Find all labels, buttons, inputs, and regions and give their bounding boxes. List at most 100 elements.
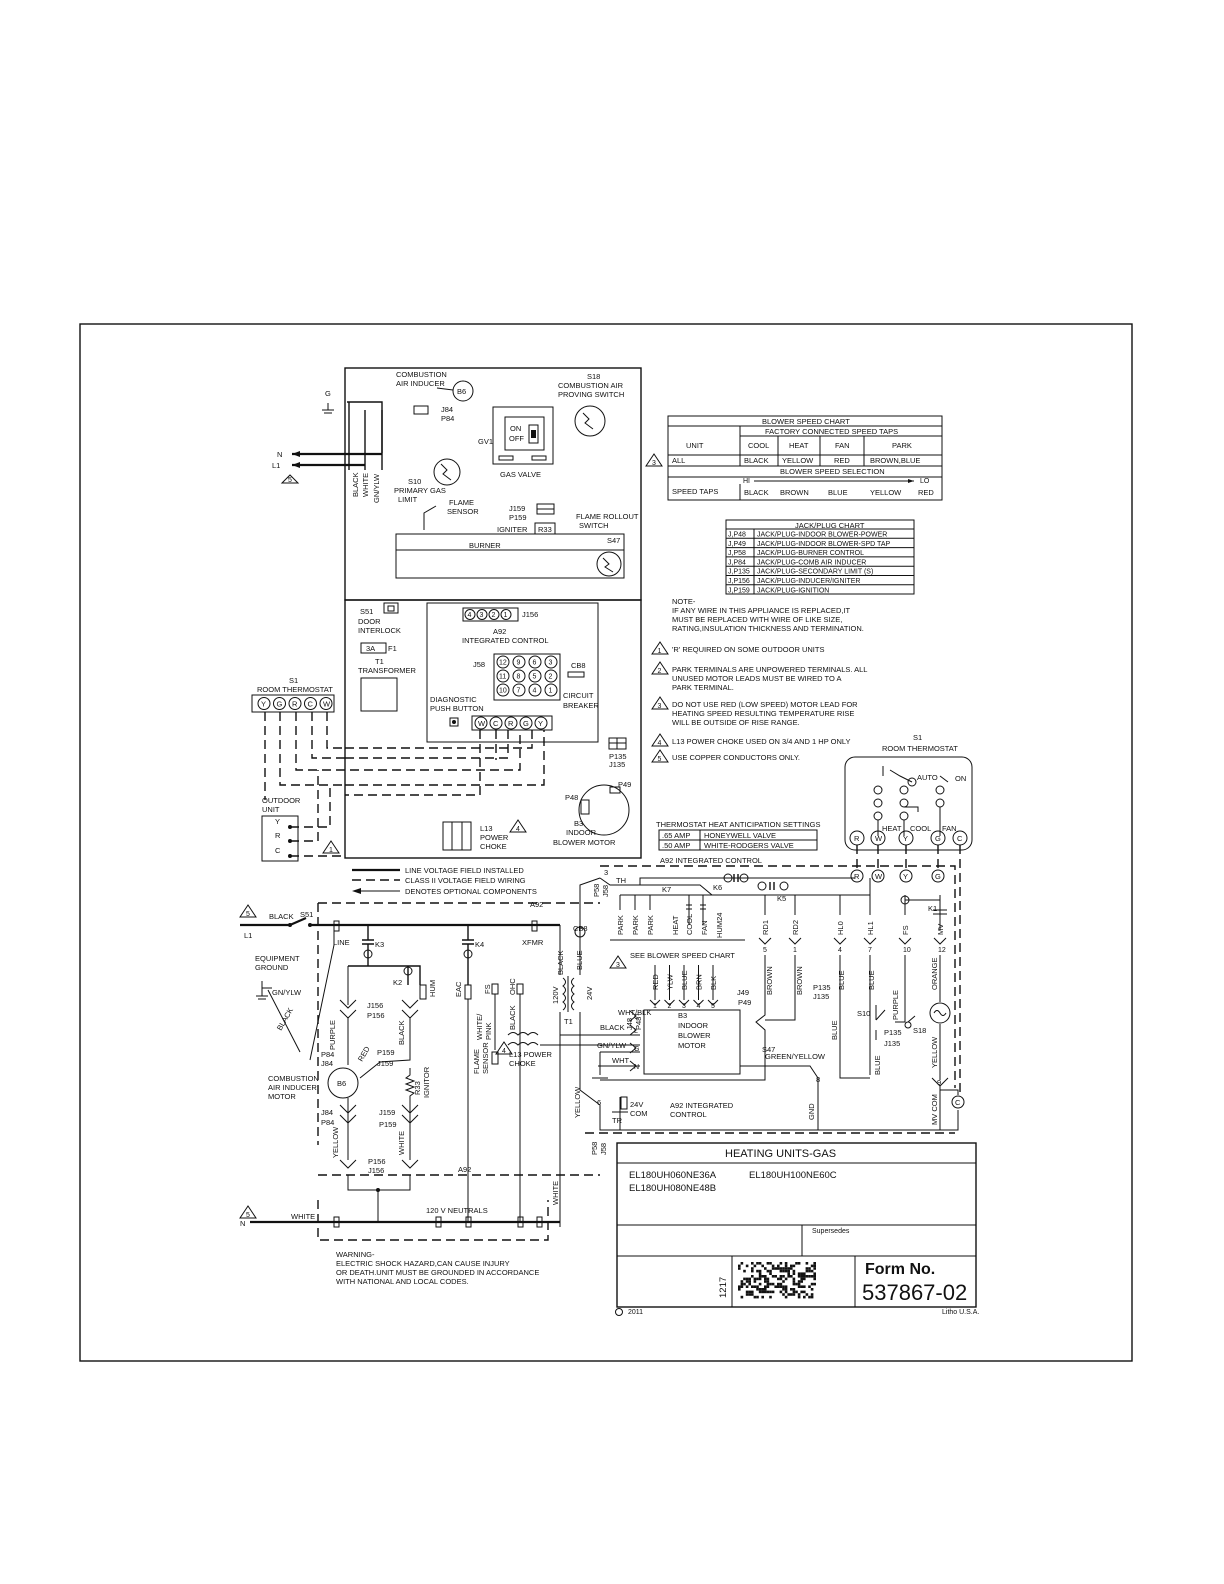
wire-gnylw-label: GN/YLW [372, 473, 381, 503]
s1-terminal-label: R [292, 700, 298, 709]
j156-pin [500, 609, 512, 620]
note-triangle [651, 733, 669, 747]
a92-terminal-label: R [508, 719, 514, 728]
note-heading: NOTE- [672, 597, 696, 606]
ladder-j156: J156 [367, 1001, 383, 1010]
note-text: 'R' REQUIRED ON SOME OUTDOOR UNITS [672, 645, 824, 654]
s18-label-3: PROVING SWITCH [558, 390, 624, 399]
warning-line-4: WITH NATIONAL AND LOCAL CODES. [336, 1277, 469, 1286]
primary-limit-icon [433, 458, 461, 486]
transformer-coil-icon [562, 977, 575, 1011]
svg-text:5: 5 [246, 1212, 250, 1219]
t1-label-2: TRANSFORMER [358, 666, 417, 675]
ladder-j159-2: J159 [379, 1108, 395, 1117]
n-label: N [277, 450, 282, 459]
s1-terminal-label: G [277, 700, 283, 709]
ladder-blue-v: BLUE [575, 950, 584, 970]
p84-label: P84 [441, 414, 454, 423]
copyright-year: 2011 [628, 1309, 643, 1316]
gv1-label: GV1 [478, 437, 493, 446]
ladder-mv-com: MV COM [930, 1094, 939, 1125]
jack-chart-code: J,P48 [728, 532, 746, 539]
a92-terminal [504, 716, 518, 730]
ladder-wht: WHT [612, 1056, 629, 1065]
note-text: L13 POWER CHOKE USED ON 3/4 AND 1 HP ONL… [672, 737, 851, 746]
speed-tap-5: RED [918, 488, 934, 497]
speed-tap-label: MV [936, 924, 945, 935]
ladder-black-fs: BLACK [508, 1005, 517, 1030]
gas-valve-on: ON [510, 424, 521, 433]
ladder-purple-fs: PURPLE [891, 990, 900, 1020]
f1-label: F1 [388, 644, 397, 653]
ladder-brown-1: BROWN [765, 966, 774, 995]
note-text: USE COPPER CONDUCTORS ONLY. [672, 753, 800, 762]
s1-terminal [288, 697, 302, 710]
ladder-yellow-mv: YELLOW [930, 1036, 939, 1068]
ladder-j135-2: J135 [884, 1039, 900, 1048]
speed-tap-1: BLACK [744, 488, 769, 497]
s51-label: S51 [360, 607, 373, 616]
blower-speed-chart: 3 BLOWER SPEED CHART FACTORY CONNECTED S… [645, 415, 943, 501]
speed-tap-pin: 12 [938, 947, 946, 954]
ladder-black-ign: BLACK [397, 1020, 406, 1045]
wire-white-label: WHITE [361, 473, 370, 497]
ladder-blue-s10: BLUE [873, 1055, 882, 1075]
j58-pin [512, 669, 526, 683]
jack-chart-code: J,P156 [728, 578, 750, 585]
ladder-wht-blk: WHT/BLK [618, 1008, 651, 1017]
ladder-yellow-v: YELLOW [573, 1086, 582, 1118]
diagnostic-button [449, 717, 459, 727]
svg-text:5: 5 [288, 477, 292, 484]
ladder-a92-top: A92 [530, 900, 543, 909]
form-code: 1217 [718, 1277, 729, 1298]
ladder-fs: FS [483, 984, 492, 994]
j58-pin-label: 6 [533, 660, 537, 667]
j58-pin [544, 683, 558, 697]
j58-pin-label: 11 [499, 674, 506, 681]
room-thermostat-right: S1 ROOM THERMOSTAT AUTO ON HEAT COOL FAN… [844, 733, 973, 1096]
blower-hi: HI [743, 478, 750, 485]
j84-connector [413, 405, 429, 415]
blower-lo: LO [920, 478, 930, 485]
s1-left-label: S1 [289, 676, 298, 685]
fan-terminal-label: FAN [700, 920, 709, 935]
a92-terminal [489, 716, 503, 730]
ladder-24v: 24V [630, 1100, 643, 1109]
svg-text:1: 1 [329, 847, 333, 854]
ladder-pin-8: 8 [816, 1075, 820, 1084]
speed-tap-4: YELLOW [870, 488, 902, 497]
s1-terminal-label: W [323, 700, 331, 709]
ladder-black: BLACK [269, 912, 294, 921]
j58-pin-label: 2 [549, 674, 553, 681]
diag-label-2: PUSH BUTTON [430, 704, 484, 713]
jack-chart-title: JACK/PLUG CHART [795, 521, 865, 530]
jack-chart-desc: JACK/PLUG-COMB AIR INDUCER [757, 559, 866, 566]
a92-terminal-label: G [523, 719, 529, 728]
ladder-gnylw: GN/YLW [272, 988, 302, 997]
ladder-p49: P49 [738, 998, 751, 1007]
ladder-l13-1: L13 POWER [509, 1050, 553, 1059]
g-label: G [325, 389, 331, 398]
j58-pin-label: 5 [533, 674, 537, 681]
s18-label-2: COMBUSTION AIR [558, 381, 624, 390]
blower-selection: BLOWER SPEED SELECTION [780, 467, 885, 476]
s1-terminal-label: C [308, 700, 314, 709]
j58-pin-label: 12 [499, 660, 507, 667]
ladder-thermostat-terminal [850, 869, 864, 883]
motor-lead-pin: 2 [668, 1003, 672, 1010]
ladder-brown-2: BROWN [795, 966, 804, 995]
model-1: EL180UH060NE36A [629, 1170, 717, 1181]
a92-label: A92 [493, 627, 506, 636]
ladder-orange: ORANGE [930, 957, 939, 990]
blower-row-cool: BLACK [744, 456, 769, 465]
j156-pin [464, 609, 476, 620]
burner-box [395, 533, 625, 579]
ladder-s47: S47 [762, 1045, 775, 1054]
s1-right-label: S1 [913, 733, 922, 742]
j58-pin-label: 3 [549, 660, 553, 667]
title-block-title: HEATING UNITS-GAS [725, 1148, 836, 1160]
ladder-a92-integrated-2: CONTROL [670, 1110, 707, 1119]
jack-chart-desc: JACK/PLUG-INDUCER/IGNITER [757, 578, 860, 585]
a92-board [426, 602, 599, 743]
